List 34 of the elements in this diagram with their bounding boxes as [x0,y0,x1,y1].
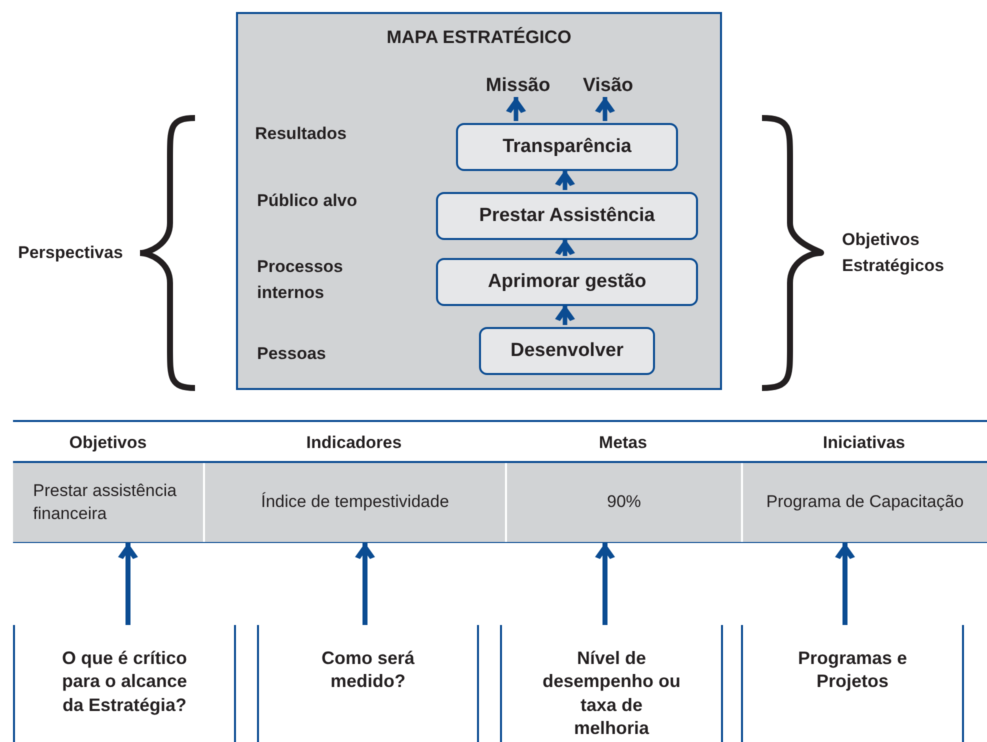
column-header: Iniciativas [822,432,906,454]
strategy-map-panel [236,12,722,390]
column-header: Metas [598,432,648,454]
question-text: Nível de desempenho ou taxa de melhoria [542,647,681,740]
cell-text: 90% [606,491,642,514]
objective-box [456,123,678,171]
cell-text: Programa de Capacitação [766,491,964,514]
objective-text: Transparência [502,134,632,159]
cell-text: Prestar assistência financeira [33,480,178,524]
goal-text: Visão [582,74,634,98]
column-header: Indicadores [305,432,403,454]
objective-text: Prestar Assistência [479,204,655,228]
table-cell [13,463,203,542]
table-cell [505,463,741,542]
objective-box [479,327,655,375]
panel-title: MAPA ESTRATÉGICO [386,26,572,49]
objective-box [436,258,698,306]
perspective-label: Pessoas [257,343,326,365]
question-text: Como será medido? [320,647,416,694]
table-cell [741,463,987,542]
goal-text: Missão [486,74,550,98]
side-label: Objetivos Estratégicos [842,229,946,277]
question-text: O que é crítico para o alcance da Estratégia? [60,647,188,717]
cell-text: Índice de tempestividade [260,491,450,514]
objective-box [436,192,698,240]
objective-text: Desenvolver [510,338,624,363]
perspective-label: Processos internos [257,256,344,304]
column-header: Objetivos [68,432,148,454]
question-text: Programas e Projetos [796,647,908,694]
perspective-label: Público alvo [257,190,358,212]
objective-text: Aprimorar gestão [488,270,646,294]
perspective-label: Resultados [255,123,347,145]
table-cell [203,463,505,542]
side-label: Perspectivas [18,242,123,264]
